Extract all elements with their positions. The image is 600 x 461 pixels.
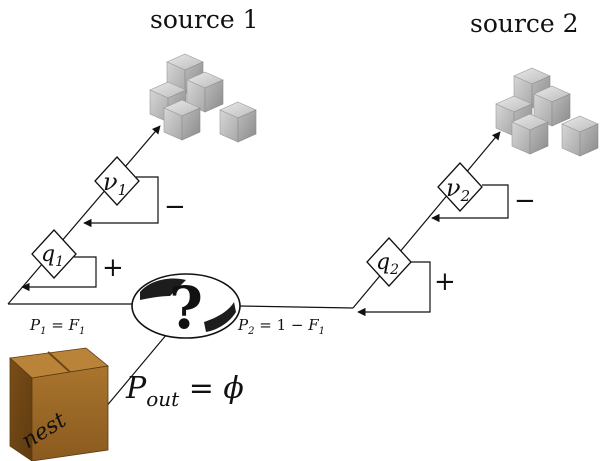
nu1-node: ν1 [94, 156, 140, 206]
nu1-feedback-loop [83, 176, 159, 228]
decision-node: ? [131, 273, 241, 342]
p2-eq: = 1 − [254, 316, 308, 334]
q1-plus-sign: + [102, 253, 124, 283]
source-2-label: source 2 [470, 9, 579, 38]
nu1-symbol: ν [103, 168, 118, 196]
path-1-arrow [7, 125, 161, 305]
svg-text:q2: q2 [376, 250, 399, 278]
q1-symbol: q [41, 242, 55, 267]
p1-lhs: P [29, 316, 41, 334]
source-2-cubes-icon [495, 67, 599, 157]
nu2-subscript: 2 [460, 187, 471, 205]
svg-text:P2 = 1 − F1: P2 = 1 − F1 [237, 316, 325, 337]
source-1-label: source 1 [150, 5, 259, 34]
pout-lhs: P [125, 371, 147, 406]
q1-subscript: 1 [55, 254, 64, 270]
q2-node: q2 [366, 237, 412, 287]
q1-node: q1 [31, 229, 77, 279]
p2-lhs-sub: 2 [247, 326, 254, 337]
pout-lhs-sub: out [146, 387, 180, 411]
svg-text:ν2: ν2 [446, 174, 470, 205]
nest-box-icon: nest [9, 347, 109, 461]
nu2-node: ν2 [437, 162, 483, 212]
q1-feedback-loop [21, 256, 97, 292]
q2-feedback-loop [357, 261, 431, 317]
p1-lhs-sub: 1 [40, 326, 46, 337]
nu2-minus-sign: − [514, 186, 536, 216]
path-2-base-line [239, 305, 354, 309]
nu1-subscript: 1 [118, 181, 128, 199]
nu2-feedback-loop [431, 184, 509, 223]
decision-splash-icon [140, 278, 186, 300]
decision-question-mark: ? [169, 274, 203, 342]
q2-plus-sign: + [434, 267, 456, 297]
svg-text:ν1: ν1 [103, 168, 127, 199]
nest-to-decision-arrow [99, 327, 173, 415]
svg-text:P1 = F1: P1 = F1 [29, 316, 85, 337]
nu1-minus-sign: − [164, 192, 186, 222]
nu2-symbol: ν [446, 174, 461, 202]
p1-eq: = [46, 316, 68, 334]
p2-rhs: F [307, 316, 319, 334]
q2-symbol: q [376, 250, 390, 275]
p1-rhs-sub: 1 [79, 326, 85, 337]
path-2-arrow [352, 131, 501, 309]
p2-lhs: P [237, 316, 249, 334]
svg-text:Pout = ϕ: Pout = ϕ [125, 371, 244, 411]
p2-rhs-sub: 1 [319, 326, 325, 337]
q2-subscript: 2 [389, 262, 399, 278]
source-1-cubes-icon [149, 53, 257, 143]
svg-text:q1: q1 [41, 242, 64, 270]
pout-eq: = [179, 371, 223, 406]
p1-rhs: F [68, 316, 80, 334]
pout-rhs: ϕ [223, 371, 243, 406]
